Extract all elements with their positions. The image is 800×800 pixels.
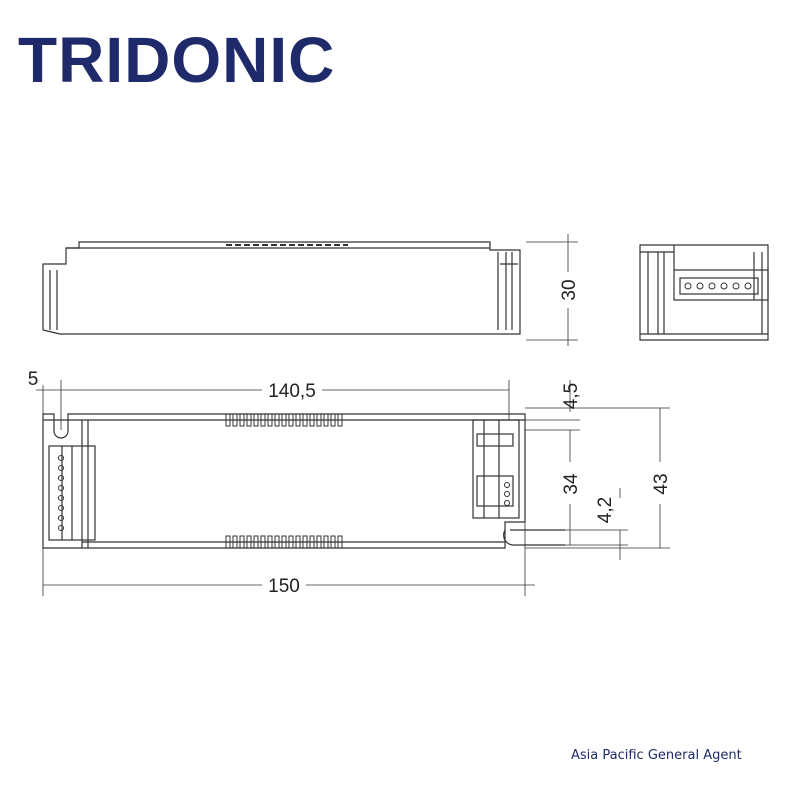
end-view — [639, 244, 769, 341]
dim-width-43: 43 — [651, 473, 672, 494]
vent-fins-bottom — [225, 535, 343, 549]
dim-length-150: 150 — [268, 576, 300, 597]
side-view — [42, 234, 578, 346]
vent-fins-top — [225, 413, 343, 427]
dim-offset-4-5: 4,5 — [561, 383, 582, 409]
terminal-holes-left — [58, 455, 64, 531]
dim-pitch-140-5: 140,5 — [268, 381, 316, 402]
tridonic-logo: TRIDONIC — [18, 24, 336, 96]
dimension-lines — [36, 380, 670, 596]
dim-height-30: 30 — [559, 279, 580, 300]
dim-offset-5: 5 — [28, 369, 39, 390]
terminal-holes-end — [684, 282, 752, 290]
dim-width-34: 34 — [561, 473, 582, 495]
agent-caption: Asia Pacific General Agent — [571, 748, 742, 763]
top-view — [42, 413, 565, 549]
dim-offset-4-2: 4,2 — [595, 497, 616, 523]
